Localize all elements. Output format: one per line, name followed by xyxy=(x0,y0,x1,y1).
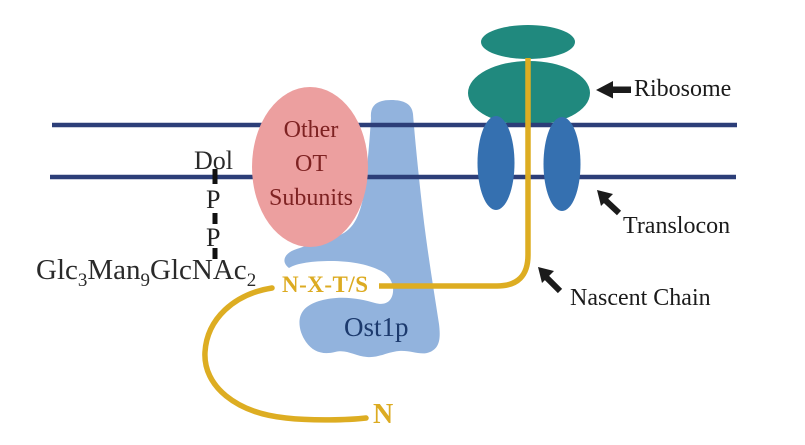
nascent-chain-label: Nascent Chain xyxy=(570,285,711,311)
nascent-chain-arrow-icon xyxy=(538,267,563,294)
glycan-glcnac-subscript: 2 xyxy=(246,269,257,291)
ribosome-arrow-icon xyxy=(596,81,631,99)
ribosome-small-subunit-shape xyxy=(481,25,575,59)
other-ot-subunits-line3: Subunits xyxy=(268,185,354,211)
phosphate-glycan-bond-tick xyxy=(212,248,218,259)
glycan-formula-label: Glc3Man9GlcNAc2 xyxy=(36,254,256,290)
glycan-glc: Glc xyxy=(36,254,78,286)
translocon-left-shape xyxy=(477,116,515,210)
other-ot-subunits-line2: OT xyxy=(295,151,327,177)
ost1p-label: Ost1p xyxy=(344,312,409,342)
dol-phosphate-bond-tick xyxy=(212,169,218,184)
translocon-label: Translocon xyxy=(623,213,731,239)
nascent-chain-upper-segment xyxy=(379,58,531,289)
nascent-chain-lower-curve xyxy=(202,285,369,423)
ost1p-shape xyxy=(284,100,440,358)
glycan-man: Man xyxy=(87,254,141,286)
translocon-arrow-icon xyxy=(597,190,622,216)
ribosome-label: Ribosome xyxy=(634,76,732,102)
other-ot-subunits-label: Other OT Subunits xyxy=(250,113,372,215)
glycan-glcnac: GlcNAc xyxy=(150,254,247,286)
translocon-right-shape xyxy=(543,117,581,211)
glycan-glc-subscript: 3 xyxy=(77,269,88,291)
n-terminus-label: N xyxy=(373,399,394,430)
phosphate2-label: P xyxy=(206,223,221,252)
phosphate1-label: P xyxy=(206,185,221,214)
glycan-man-subscript: 9 xyxy=(140,269,151,291)
sequon-label: N-X-T/S xyxy=(282,272,369,297)
other-ot-subunits-shape xyxy=(252,87,368,247)
other-ot-subunits-line1: Other xyxy=(283,117,339,143)
phosphate-phosphate-bond-tick xyxy=(212,213,218,224)
dol-label: Dol xyxy=(194,146,233,175)
